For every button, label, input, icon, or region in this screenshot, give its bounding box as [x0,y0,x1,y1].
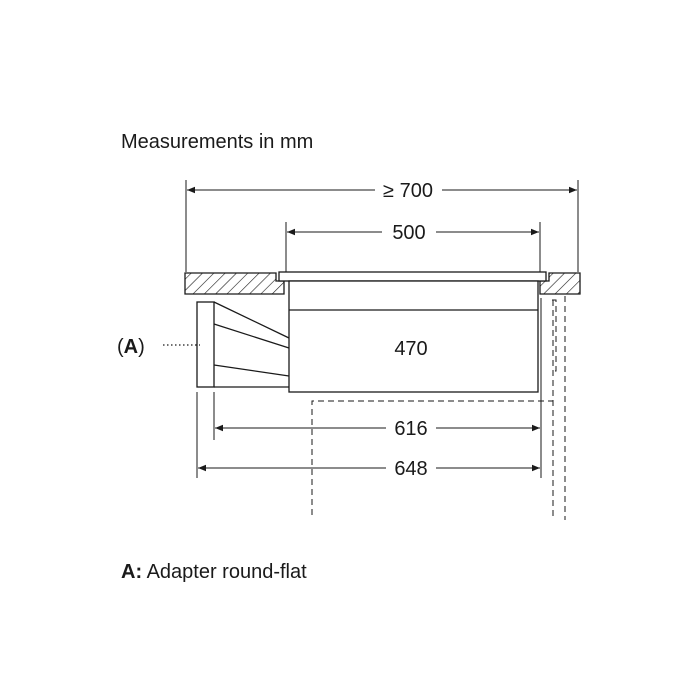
dim-label-500: 500 [392,222,425,244]
hob-unit [288,280,539,393]
dim-label-700: ≥ 700 [383,180,433,202]
legend-key: A: [121,561,143,583]
worktop-left [184,272,285,295]
callout-a: (A) [117,336,145,358]
legend-text: Adapter round-flat [142,561,307,583]
adapter-round-flat [196,301,290,388]
legend: A: Adapter round-flat [121,561,307,584]
dim-label-470: 470 [394,338,427,360]
cabinet-outline [311,296,566,520]
worktop [184,272,581,295]
hob-glass [278,271,547,282]
dim-label-648: 648 [394,458,427,480]
worktop-right [539,272,581,295]
diagram-title: Measurements in mm [121,131,314,153]
dim-label-616: 616 [394,418,427,440]
